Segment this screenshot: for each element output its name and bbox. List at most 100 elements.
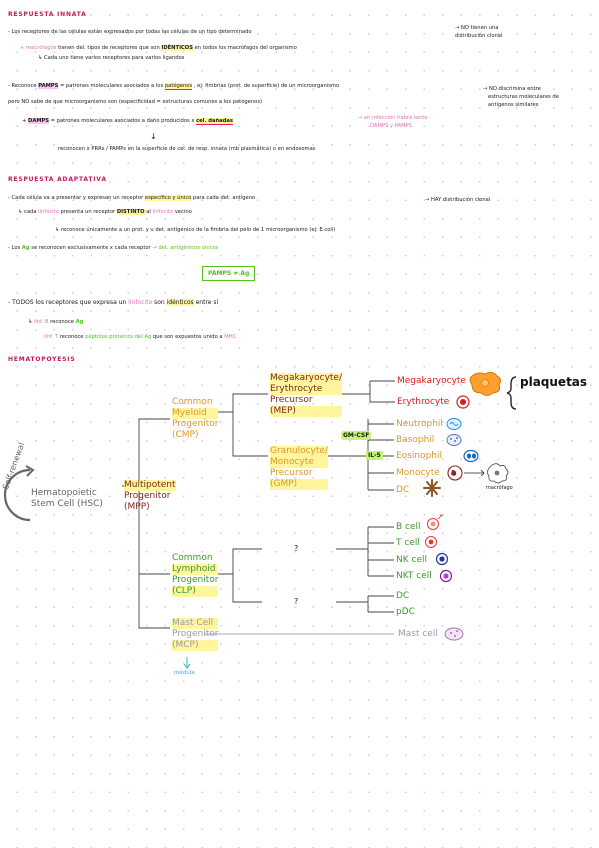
adapt-line-5-mid: son xyxy=(154,299,165,306)
mep-line-4: (MEP) xyxy=(270,406,343,417)
gmp-node: Granulocyte/ Monocyte Precursor (GMP) xyxy=(270,446,328,490)
mcp-line-2: Progenitor xyxy=(172,629,219,639)
innata-line-4-mid: = patrones moleculares asociados a los xyxy=(59,83,164,89)
question-mark-2: ? xyxy=(294,597,299,606)
innata-line-6: + DAMPS = patrones moleculares asociados… xyxy=(22,118,233,125)
nktcell-drawing xyxy=(439,569,453,583)
patogenos-highlight: patógenos xyxy=(164,83,193,90)
eosinophil-label: Eosinophil xyxy=(396,451,443,461)
megakaryocyte-drawing xyxy=(469,372,501,396)
cmp-line-1: Common xyxy=(172,397,213,407)
gmp-line-3: Precursor xyxy=(270,468,313,478)
identicos-highlight-2: idénticos xyxy=(166,299,194,306)
pdc-label: pDC xyxy=(396,607,415,617)
innata-line-1: - Los receptores de las células están ex… xyxy=(8,29,252,35)
hemato-title: HEMATOPOYESIS xyxy=(8,356,76,363)
nkcell-label: NK cell xyxy=(396,555,427,565)
adapt-line-1: - Cada célula va a presentar y expresan … xyxy=(8,195,255,202)
cmp-line-4: (CMP) xyxy=(172,430,199,440)
innata-note-1b: distribución clonal xyxy=(455,33,503,39)
innata-line-2-mid: tienen del. tipos de receptores que son xyxy=(58,45,160,51)
linfocito-text-2: linfocito xyxy=(152,209,174,215)
innata-line-2: ↳ macrófagos tienen del. tipos de recept… xyxy=(20,45,297,52)
innata-note-4c: antígenos similares xyxy=(488,102,539,108)
adapt-line-2: ↳ cada linfocito presenta un receptor DI… xyxy=(18,209,192,216)
basophil-drawing xyxy=(446,434,462,446)
gmp-line-4: (GMP) xyxy=(270,479,328,490)
mastcell-drawing xyxy=(444,627,464,641)
mpp-line-3: (MPP) xyxy=(124,502,150,512)
dc-myeloid-label: DC xyxy=(396,485,410,495)
adapt-line-6-post: reconoce xyxy=(50,319,74,325)
neutrophil-label: Neutrophil xyxy=(396,419,443,429)
adapt-line-5-pre: - TODOS los receptores que expresa un xyxy=(8,299,127,306)
adapt-line-1-pre: - Cada célula va a presentar y expresan … xyxy=(8,195,144,201)
mcp-line-3: (MCP) xyxy=(172,640,219,651)
adapt-line-2-mid: presenta un receptor xyxy=(60,209,116,215)
linfocito-text-3: linfocito xyxy=(128,299,153,306)
adapt-line-2-mid2: al xyxy=(146,209,151,215)
eosinophil-drawing xyxy=(463,449,479,463)
det-antigenicos-text: → det. antigénicos únicos xyxy=(152,245,219,251)
medula-label: médula xyxy=(174,670,195,676)
basophil-label: Basophil xyxy=(396,435,435,445)
tcell-label: T cell xyxy=(396,538,420,548)
linfocito-text: linfocito xyxy=(38,209,59,215)
pamps-highlight: PAMPS xyxy=(38,83,59,89)
nktcell-label: NKT cell xyxy=(396,571,432,581)
innata-note-6a: → en infección habrá tanto xyxy=(358,115,428,121)
adapt-line-7: linf. T reconoce péptidos proteicos del … xyxy=(44,334,236,341)
mcp-line-1: Mast Cell xyxy=(172,618,219,629)
dc-drawing xyxy=(423,479,441,497)
adapt-line-3: ↳ reconoce únicamente a un prot. y u det… xyxy=(55,227,336,233)
innata-note-1a: → NO tienen una xyxy=(455,25,499,31)
hsc-node: Hematopoietic Stem Cell (HSC) xyxy=(31,488,103,510)
linf-b-text: linf. B xyxy=(34,319,49,325)
macrofago-label: macrófago xyxy=(486,485,513,491)
dc-lymphoid-label: DC xyxy=(396,591,410,601)
cel-danadas-highlight: cel. dañadas xyxy=(196,118,233,125)
mep-line-2: Erythrocyte xyxy=(270,384,343,395)
mep-line-1: Megakaryocyte/ xyxy=(270,373,343,384)
identicos-highlight: IDÉNTICOS xyxy=(161,45,193,51)
adapt-note-1: → HAY distribución clonal xyxy=(425,197,491,203)
neutrophil-drawing xyxy=(446,418,462,430)
mastcell-label: Mast cell xyxy=(398,629,438,639)
macrofagos-text: ↳ macrófagos xyxy=(20,45,57,51)
il5-label: IL-5 xyxy=(366,451,383,460)
innata-line-3: ↳ Cada uno tiene varios receptores para … xyxy=(38,55,185,61)
cmp-line-3: Progenitor xyxy=(172,419,219,429)
ag-text: Ag xyxy=(21,245,30,251)
mep-line-3: Precursor xyxy=(270,395,313,405)
megakaryocyte-label: Megakaryocyte xyxy=(397,376,466,386)
clp-line-3: Progenitor xyxy=(172,575,219,585)
gmp-line-1: Granulocyte/ xyxy=(270,446,328,457)
innata-note-6b: DAMPS y PAMPS xyxy=(370,123,412,129)
especifico-highlight: específico y único xyxy=(144,195,192,201)
erythrocyte-label: Erythrocyte xyxy=(397,397,450,407)
mcp-node: Mast Cell Progenitor (MCP) xyxy=(172,618,219,651)
adapt-line-5-post: entre sí xyxy=(195,299,219,306)
plaquetas-label: plaquetas xyxy=(520,375,588,389)
innata-line-7: reconocen x PRRs / PAMPs en la superfici… xyxy=(58,146,316,152)
clp-line-1: Common xyxy=(172,553,213,563)
distinto-highlight: DISTINTO xyxy=(116,209,145,215)
innata-line-6-pre: + xyxy=(22,118,27,124)
macrophage-drawing xyxy=(487,463,509,484)
bcell-drawing xyxy=(427,513,444,530)
monocyte-drawing xyxy=(447,465,463,481)
hsc-line-1: Hematopoietic xyxy=(31,488,97,498)
innata-line-4: - Reconoce PAMPS = patrones moleculares … xyxy=(8,83,339,90)
adapt-line-4: - Los Ag se reconocen exclusivamente x c… xyxy=(8,245,218,252)
question-mark-1: ? xyxy=(294,544,299,553)
innata-line-4-pre: - Reconoce xyxy=(8,83,37,89)
clp-node: Common Lymphoid Progenitor (CLP) xyxy=(172,553,219,597)
clp-line-4: (CLP) xyxy=(172,586,219,597)
adapt-line-4-pre: - Los xyxy=(8,245,21,251)
mpp-node: Multipotent Progenitor (MPP) xyxy=(124,480,176,513)
pamps-vs-ag-box: PAMPS ≠ Ag xyxy=(202,266,256,281)
adapt-line-7-mid: reconoce xyxy=(59,334,84,340)
mhc-text: MHC xyxy=(224,334,237,340)
